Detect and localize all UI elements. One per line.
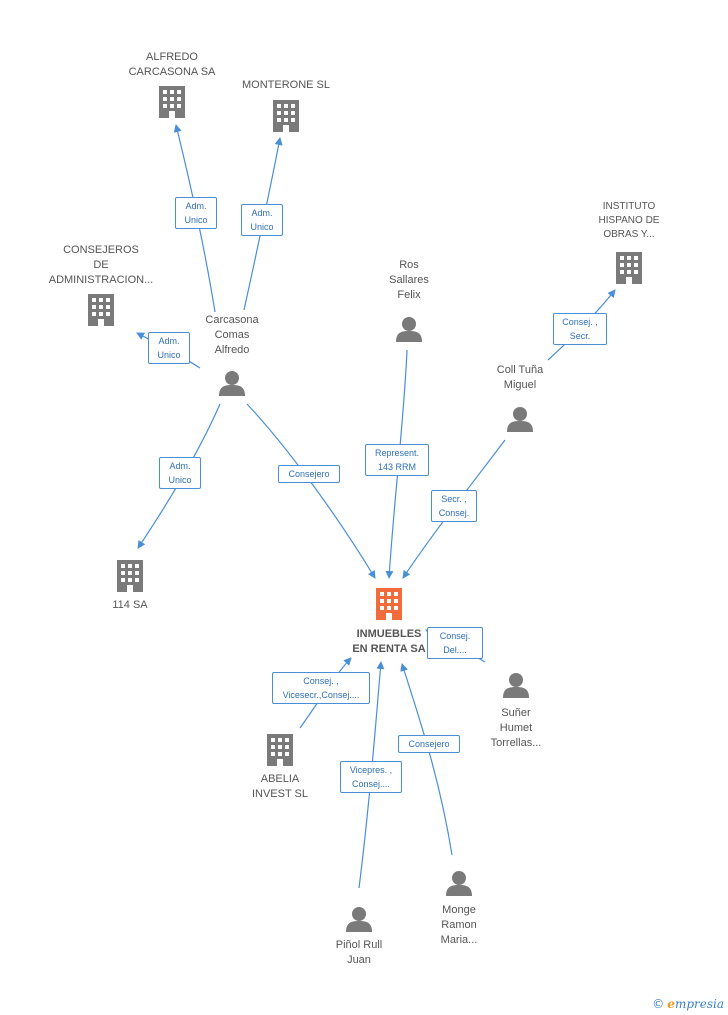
node-label-suner[interactable]: Suñer Humet Torrellas... xyxy=(490,707,542,749)
node-label-coll[interactable]: Coll Tuña Miguel xyxy=(496,364,544,391)
edge-label-e11[interactable]: Vicepres. , Consej.... xyxy=(340,761,402,793)
brand-initial: e xyxy=(667,997,675,1011)
node-label-instituto[interactable]: INSTITUTO HISPANO DE OBRAS Y... xyxy=(598,201,660,240)
building-icon-alfredo_sa[interactable] xyxy=(159,86,185,118)
building-icon-sa114[interactable] xyxy=(117,560,143,592)
person-icon-ros[interactable] xyxy=(396,317,422,342)
edge-label-e12[interactable]: Consejero xyxy=(398,735,460,753)
building-icon-monterone[interactable] xyxy=(273,100,299,132)
person-icon-monge[interactable] xyxy=(446,871,472,896)
node-label-abelia[interactable]: ABELIA INVEST SL xyxy=(251,773,309,800)
person-icon-carcasona[interactable] xyxy=(219,371,245,396)
edge-label-e6[interactable]: Represent. 143 RRM xyxy=(365,444,429,476)
node-label-monge[interactable]: Monge Ramon Maria... xyxy=(440,904,478,946)
building-icon-instituto[interactable] xyxy=(616,252,642,284)
edge-label-e5[interactable]: Consejero xyxy=(278,465,340,483)
person-icon-coll[interactable] xyxy=(507,407,533,432)
node-label-consejeros[interactable]: CONSEJEROS DE ADMINISTRACION... xyxy=(48,244,154,286)
edge-label-e2[interactable]: Adm. Unico xyxy=(241,204,283,236)
edge-label-e1[interactable]: Adm. Unico xyxy=(175,197,217,229)
building-icon-main[interactable] xyxy=(376,588,402,620)
edge-line-e5 xyxy=(246,403,376,579)
person-icon-pinol[interactable] xyxy=(346,907,372,932)
node-label-carcasona[interactable]: Carcasona Comas Alfredo xyxy=(205,314,259,356)
edge-label-e4[interactable]: Adm. Unico xyxy=(159,457,201,489)
node-label-pinol[interactable]: Piñol Rull Juan xyxy=(335,939,383,966)
edge-label-e3[interactable]: Adm. Unico xyxy=(148,332,190,364)
building-icon-consejeros[interactable] xyxy=(88,294,114,326)
brand-name: mpresia xyxy=(674,997,724,1011)
edge-label-e9[interactable]: Consej. Del.... xyxy=(427,627,483,659)
building-icon-abelia[interactable] xyxy=(267,734,293,766)
node-label-alfredo_sa[interactable]: ALFREDO CARCASONA SA xyxy=(128,51,216,78)
edge-label-e7[interactable]: Consej. , Secr. xyxy=(553,313,607,345)
node-label-sa114[interactable]: 114 SA xyxy=(112,599,148,611)
empresia-logo[interactable]: ©empresia xyxy=(652,997,724,1011)
edge-label-e8[interactable]: Secr. , Consej. xyxy=(431,490,477,522)
node-label-ros[interactable]: Ros Sallares Felix xyxy=(389,259,429,301)
copyright-symbol: © xyxy=(652,997,665,1011)
edge-line-e12 xyxy=(400,663,453,856)
node-label-monterone[interactable]: MONTERONE SL xyxy=(241,79,330,91)
edge-label-e10[interactable]: Consej. , Vicesecr.,Consej.... xyxy=(272,672,370,704)
person-icon-suner[interactable] xyxy=(503,673,529,698)
node-label-main[interactable]: INMUEBLES EN RENTA SA xyxy=(352,628,426,655)
